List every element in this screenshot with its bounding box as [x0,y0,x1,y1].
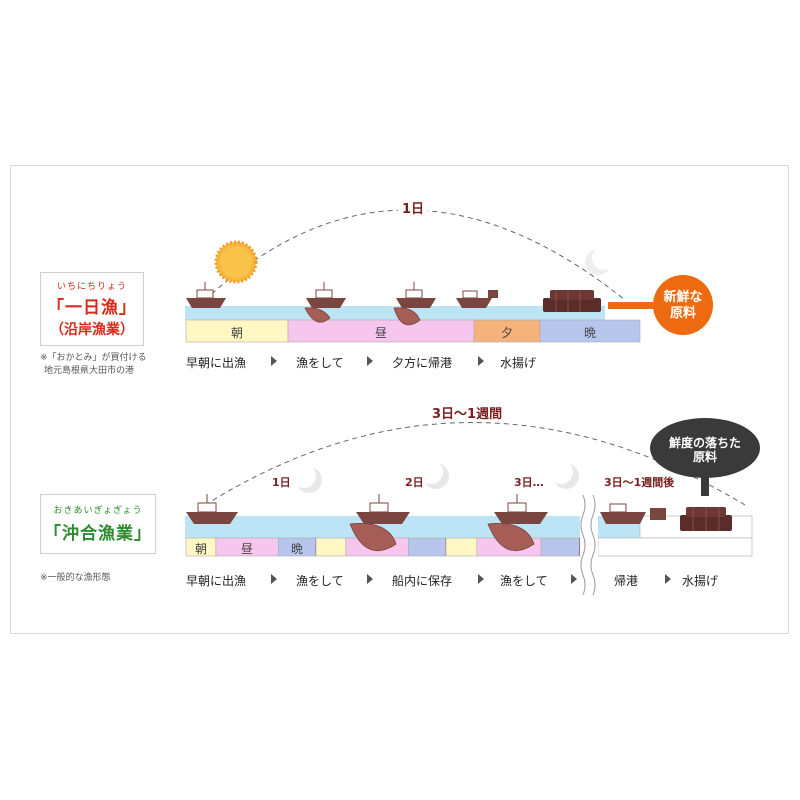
segment-night-1 [539,319,641,343]
day-segment [407,537,447,557]
arrow-right-icon [271,574,277,584]
net-icon [349,523,397,552]
arrow-right-icon [271,356,277,366]
arrow-right-icon [367,356,373,366]
step-label: 船内に保存 [392,574,453,588]
step-label: 夕方に帰港 [392,356,453,370]
boat-icon [600,503,666,524]
note-line: 地元島根県大田市の港 [44,366,135,376]
sea-strip-1 [185,306,605,320]
step-label: 漁をして [500,574,548,588]
segment-label: 晩 [583,326,596,340]
result-line-1 [608,302,656,309]
arrow-right-icon [367,574,373,584]
step-label: 漁をして [296,356,344,370]
segment-label: 昼 [240,542,253,556]
arrow-right-icon [571,574,577,584]
step-label: 漁をして [296,574,344,588]
arrow-right-icon [665,574,671,584]
segment-label: 昼 [374,326,387,340]
moon-icon [549,460,579,489]
fish-crate-icon [543,290,601,312]
duration-label-2: 3日～1週間 [428,403,507,422]
boat-icon [456,290,498,308]
badge-ruby: おきあいぎょぎょう [53,506,143,516]
sea-strip-2 [185,516,580,538]
segment-label: 夕 [500,326,513,340]
fresh-label: 新鮮な 原料 [653,290,713,322]
badge-offshore: おきあいぎょぎょう 「沖合漁業」 [40,494,156,554]
week-arc [204,422,746,506]
badge-ruby: いちにちりょう [56,282,127,292]
stale-label-line: 鮮度の落ちた [668,436,741,450]
stale-bubble [650,418,760,496]
boat-icon [356,494,410,524]
moon-icon [292,464,322,493]
boat-icon [186,494,238,524]
day-segment [445,537,478,557]
segment-label: 朝 [194,542,207,556]
badge-title: 「沖合漁業」 [44,524,152,544]
fish-crate-icon [680,507,732,531]
step-label: 早朝に出漁 [186,574,247,588]
day-segment [540,537,581,557]
step-label: 帰港 [614,574,639,588]
net-icon [487,523,535,552]
boat-icon [306,282,346,308]
net-icon [393,307,421,326]
day-segment [315,537,347,557]
day-label: 3日… [514,476,544,489]
duration-label-1: 1日 [398,198,429,217]
segment-label: 朝 [230,326,243,340]
boat-icon [186,282,226,308]
step-label: 水揚げ [500,356,537,370]
stale-label-line: 原料 [692,450,717,464]
badge-coastal: いちにちりょう 「一日漁」 （沿岸漁業） [40,272,144,346]
day-label: 3日～1週間後 [604,476,675,489]
boat-icon [494,494,548,524]
arrow-right-icon [478,356,484,366]
badge-subtitle: （沿岸漁業） [50,322,134,338]
day-arc-1 [204,209,626,301]
segment-label: 晩 [290,542,303,556]
note-line: ※「おかとみ」が買付ける [40,353,147,363]
fresh-circle [653,275,713,335]
tail-segment [597,537,753,557]
boat-icon [396,282,436,308]
sun-icon [214,240,258,284]
step-label: 水揚げ [682,574,719,588]
day-label: 1日 [272,476,291,489]
step-label: 早朝に出漁 [186,356,247,370]
stale-label: 鮮度の落ちた 原料 [650,436,760,464]
day-label: 2日 [405,476,424,489]
net-icon [304,307,331,323]
wave-break-icon [580,490,598,610]
fresh-label-line: 原料 [669,306,696,321]
arrow-right-icon [478,574,484,584]
moon-icon [419,460,449,489]
note-coastal: ※「おかとみ」が買付ける 地元島根県大田市の港 [40,352,147,378]
fresh-label-line: 新鮮な [663,290,703,305]
note-offshore: ※一般的な漁形態 [40,573,111,583]
badge-title: 「一日漁」 [47,298,137,318]
moon-icon [585,246,616,275]
